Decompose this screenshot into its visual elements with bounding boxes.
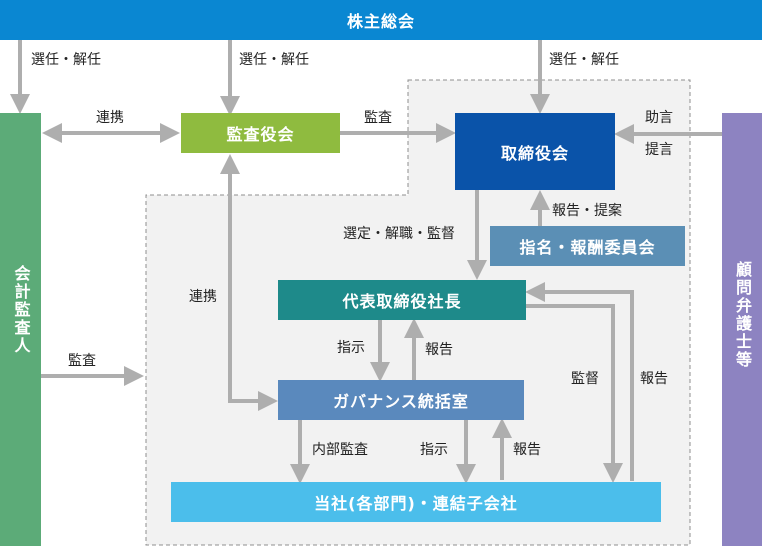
company-subsidiaries-box: 当社(各部門)・連結子会社 [171,482,661,522]
accounting-auditor-box: 会計監査人 [0,113,41,546]
supervise-arrow [526,304,623,483]
instruct-label-2: 指示 [420,442,448,458]
select-dismiss-label: 選定・解職・監督 [343,226,455,242]
instruct-label-1: 指示 [337,340,365,356]
report-label-1: 報告 [425,342,453,358]
shareholders-meeting-box: 株主総会 [0,0,762,40]
governance-office-box: ガバナンス統括室 [278,380,524,420]
accounting-auditor-label: 会計監査人 [11,265,31,355]
elect-label-3: 選任・解任 [549,52,619,68]
coop-label-side: 連携 [189,289,217,305]
nomination-remuneration-committee-box: 指名・報酬委員会 [490,226,685,266]
legal-advisor-box: 顧問弁護士等 [722,113,762,546]
coop-arrow-side [220,154,278,411]
internal-audit-label: 内部監査 [312,442,368,458]
advice-label: 助言 [645,110,673,126]
audit-label-side: 監査 [68,353,96,369]
audit-label-top: 監査 [364,110,392,126]
board-of-directors-box: 取締役会 [455,113,615,190]
audit-board-box: 監査役会 [181,113,340,153]
proposal-label: 提言 [645,142,673,158]
elect-label-1: 選任・解任 [31,52,101,68]
elect-label-2: 選任・解任 [239,52,309,68]
report-proposal-label: 報告・提案 [552,203,622,219]
report-label-3: 報告 [513,442,541,458]
legal-advisor-label: 顧問弁護士等 [733,261,752,369]
report-arrow-2 [525,282,634,481]
ceo-box: 代表取締役社長 [278,280,526,320]
report-label-2: 報告 [640,371,668,387]
supervise-label: 監督 [571,371,599,387]
coop-label-top: 連携 [96,110,124,126]
